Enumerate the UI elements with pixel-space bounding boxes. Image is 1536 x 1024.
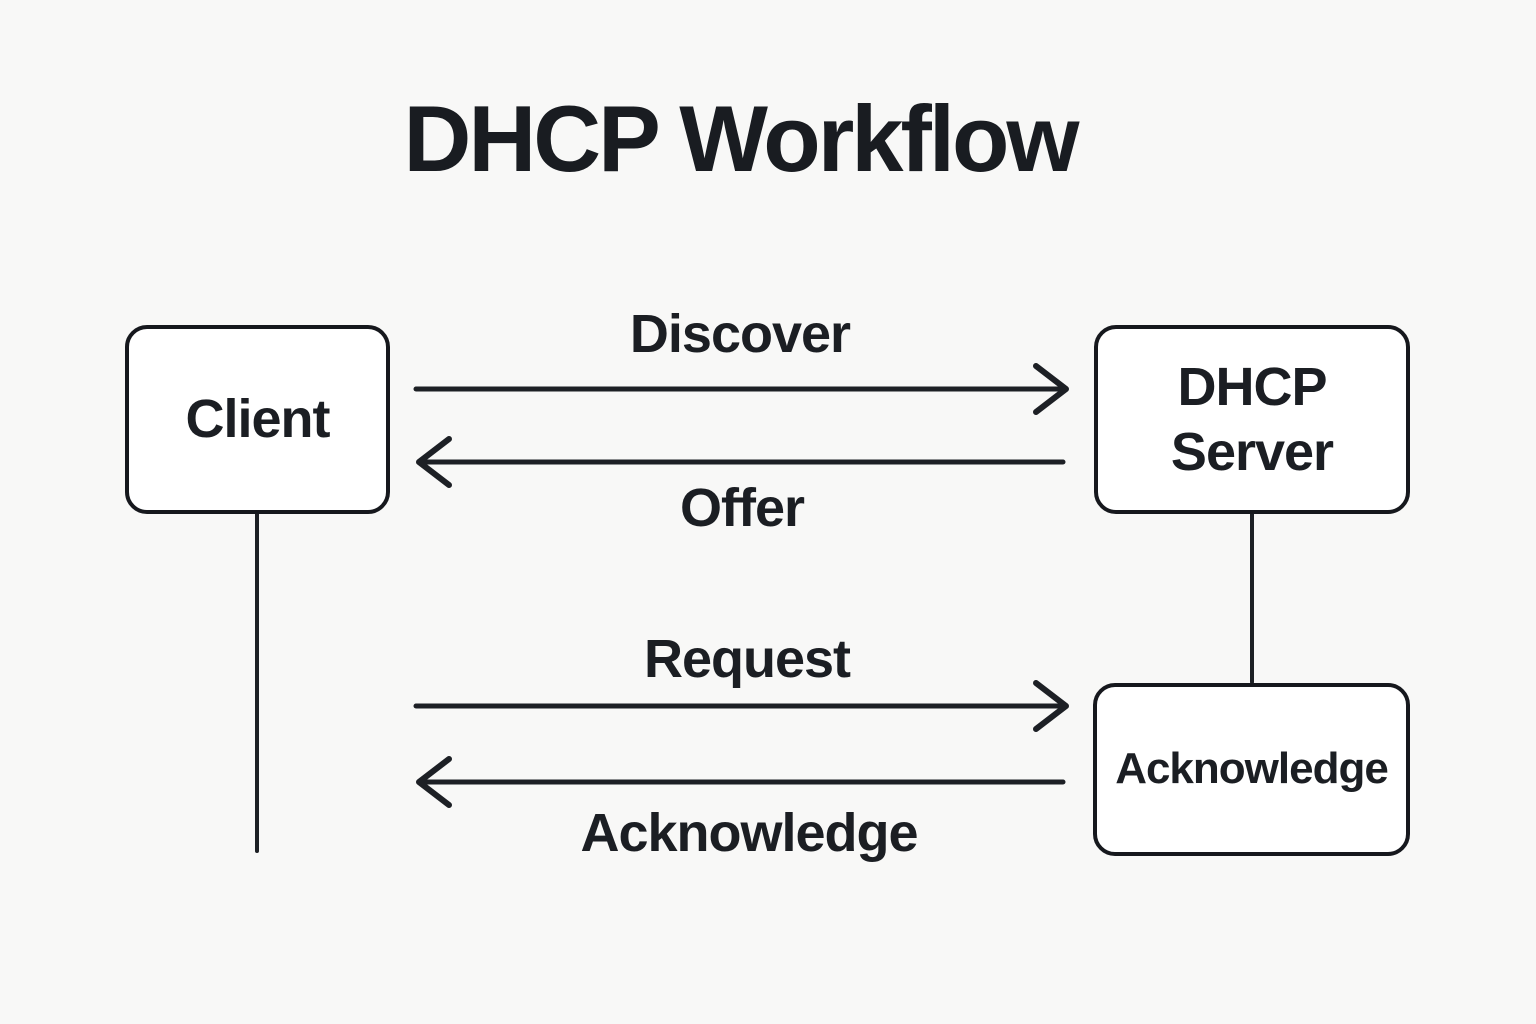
node-client-label: Client — [185, 389, 330, 450]
message-label-discover: Discover — [629, 304, 851, 364]
acknowledge-arrow — [416, 756, 1066, 808]
diagram-title: DHCP Workflow — [403, 86, 1079, 191]
node-acknowledge-label: Acknowledge — [1115, 744, 1389, 794]
message-label-offer: Offer — [679, 478, 805, 538]
node-dhcp-server: DHCP Server — [1094, 325, 1410, 514]
request-arrow — [413, 680, 1069, 732]
message-label-request: Request — [643, 629, 851, 689]
discover-arrow — [413, 363, 1069, 415]
node-client: Client — [125, 325, 390, 514]
offer-arrow — [416, 436, 1066, 488]
message-label-acknowledge: Acknowledge — [580, 803, 918, 863]
node-acknowledge: Acknowledge — [1093, 683, 1410, 856]
node-dhcp-server-label: DHCP Server — [1170, 356, 1334, 482]
